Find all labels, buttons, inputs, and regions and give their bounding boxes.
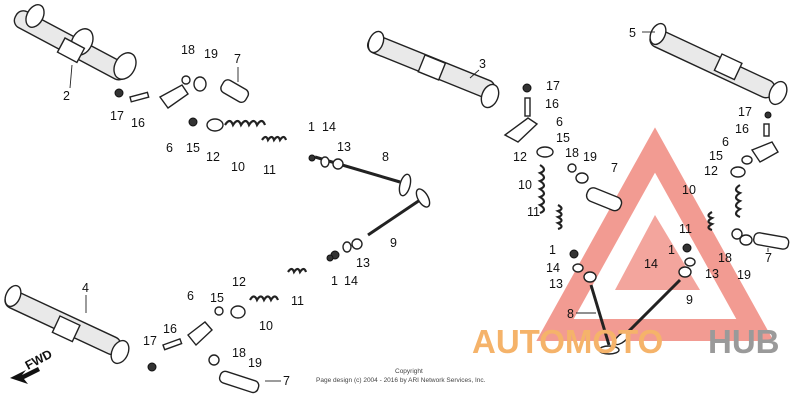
camshaft-3 xyxy=(366,30,500,109)
callout-6c: 6 xyxy=(556,115,563,129)
callout-16b: 16 xyxy=(163,322,177,336)
copyright-line-1: Copyright xyxy=(395,368,423,375)
valve-8 xyxy=(308,154,412,197)
rocker-assembly-top-left xyxy=(114,75,288,143)
callout-8c: 8 xyxy=(567,307,574,321)
callout-15b: 15 xyxy=(210,291,224,305)
callout-6b: 6 xyxy=(187,289,194,303)
valve-assembly-far-right xyxy=(613,111,790,346)
callout-16d: 16 xyxy=(735,122,749,136)
callout-1d: 1 xyxy=(668,243,675,257)
callout-19c: 19 xyxy=(583,150,597,164)
callout-7b: 7 xyxy=(283,374,290,388)
callout-14b: 14 xyxy=(344,274,358,288)
callout-19b: 19 xyxy=(248,356,262,370)
callout-11d: 11 xyxy=(679,222,692,236)
callout-13a: 13 xyxy=(337,140,351,154)
callout-6d: 6 xyxy=(722,135,729,149)
callout-10a: 10 xyxy=(231,160,245,174)
callout-12a: 12 xyxy=(206,150,220,164)
callout-10c: 10 xyxy=(518,178,532,192)
callout-12c: 12 xyxy=(513,150,527,164)
callout-13b: 13 xyxy=(356,256,370,270)
callout-14d: 14 xyxy=(644,257,658,271)
callout-19a: 19 xyxy=(204,47,218,61)
callout-15c: 15 xyxy=(556,131,570,145)
rocker-assembly-bottom-left xyxy=(147,254,334,394)
callout-17a: 17 xyxy=(110,109,124,123)
callout-10d: 10 xyxy=(682,183,696,197)
callout-1a: 1 xyxy=(308,120,315,134)
callout-7c: 7 xyxy=(611,161,618,175)
callout-14a: 14 xyxy=(322,120,336,134)
valve-9 xyxy=(330,188,431,260)
camshaft-5 xyxy=(649,22,788,106)
callout-4: 4 xyxy=(82,281,89,295)
callout-14c: 14 xyxy=(546,261,560,275)
fwd-arrow-icon xyxy=(10,367,40,384)
brand-text-hub: HUB xyxy=(708,323,780,360)
callout-9d: 9 xyxy=(686,293,693,307)
callout-12b: 12 xyxy=(232,275,246,289)
valve-assembly-center-right xyxy=(503,83,623,355)
callout-10b: 10 xyxy=(259,319,273,333)
callout-2: 2 xyxy=(63,89,70,103)
callout-17c: 17 xyxy=(546,79,560,93)
callout-7a: 7 xyxy=(234,52,241,66)
callout-11a: 11 xyxy=(263,163,276,177)
camshaft-2 xyxy=(13,4,137,81)
callout-18c: 18 xyxy=(565,146,579,160)
callout-1c: 1 xyxy=(549,243,556,257)
callout-8a: 8 xyxy=(382,150,389,164)
callout-15a: 15 xyxy=(186,141,200,155)
callout-3: 3 xyxy=(479,57,486,71)
callout-12d: 12 xyxy=(704,164,718,178)
callout-13d: 13 xyxy=(705,267,719,281)
callout-11c: 11 xyxy=(527,205,540,219)
callout-5: 5 xyxy=(629,26,636,40)
callout-19d: 19 xyxy=(737,268,751,282)
callout-9a: 9 xyxy=(390,236,397,250)
callout-16a: 16 xyxy=(131,116,145,130)
callout-16c: 16 xyxy=(545,97,559,111)
callout-11b: 11 xyxy=(291,294,304,308)
copyright-line-2: Page design (c) 2004 - 2016 by ARI Netwo… xyxy=(316,377,486,384)
callout-18a: 18 xyxy=(181,43,195,57)
callout-7d: 7 xyxy=(765,251,772,265)
callout-17d: 17 xyxy=(738,105,752,119)
callout-15d: 15 xyxy=(709,149,723,163)
callout-18b: 18 xyxy=(232,346,246,360)
camshaft-4 xyxy=(4,284,130,365)
callout-18d: 18 xyxy=(718,251,732,265)
callout-1b: 1 xyxy=(331,274,338,288)
callout-6a: 6 xyxy=(166,141,173,155)
callout-13c: 13 xyxy=(549,277,563,291)
brand-text-automoto: AUTOMOTO xyxy=(472,323,663,360)
callout-17b: 17 xyxy=(143,334,157,348)
watermark-brand: AUTOMOTO HUB xyxy=(472,323,780,360)
